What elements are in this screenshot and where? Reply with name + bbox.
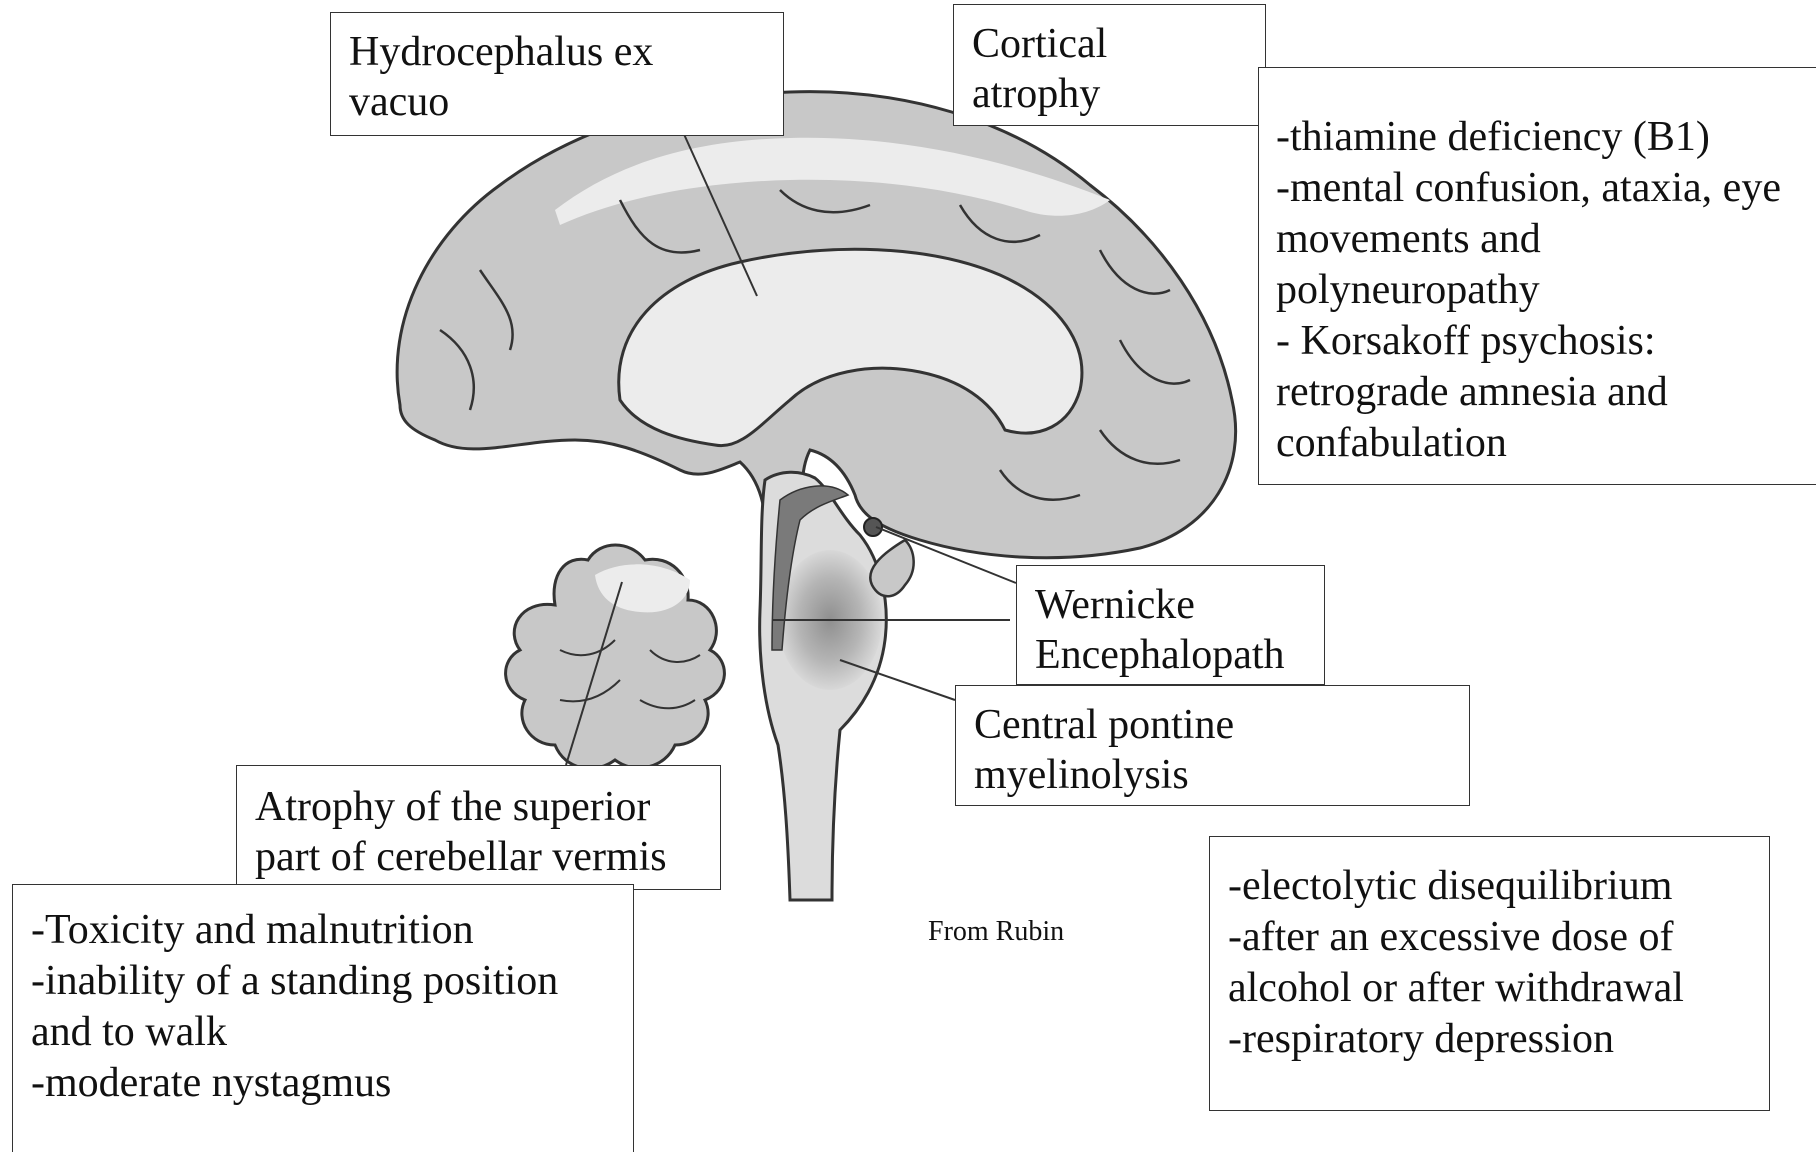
pontine-features-box: -electolytic disequilibrium -after an ex… — [1209, 836, 1770, 1111]
label-wernicke-encephalopathy: Wernicke Encephalopath — [1016, 565, 1325, 685]
label-cerebellar-vermis-atrophy: Atrophy of the superior part of cerebell… — [236, 765, 721, 890]
mammillary-body — [864, 518, 882, 536]
credit-text: From Rubin — [928, 916, 1064, 948]
cerebellar-features-box: -Toxicity and malnutrition -inability of… — [12, 884, 634, 1152]
label-hydrocephalus-ex-vacuo: Hydrocephalus ex vacuo — [330, 12, 784, 136]
wernicke-features-box: -thiamine deficiency (B1) -mental confus… — [1258, 67, 1816, 485]
label-cortical-atrophy: Cortical atrophy — [953, 4, 1266, 126]
pituitary — [870, 540, 913, 596]
label-central-pontine-myelinolysis: Central pontine myelinolysis — [955, 685, 1470, 806]
